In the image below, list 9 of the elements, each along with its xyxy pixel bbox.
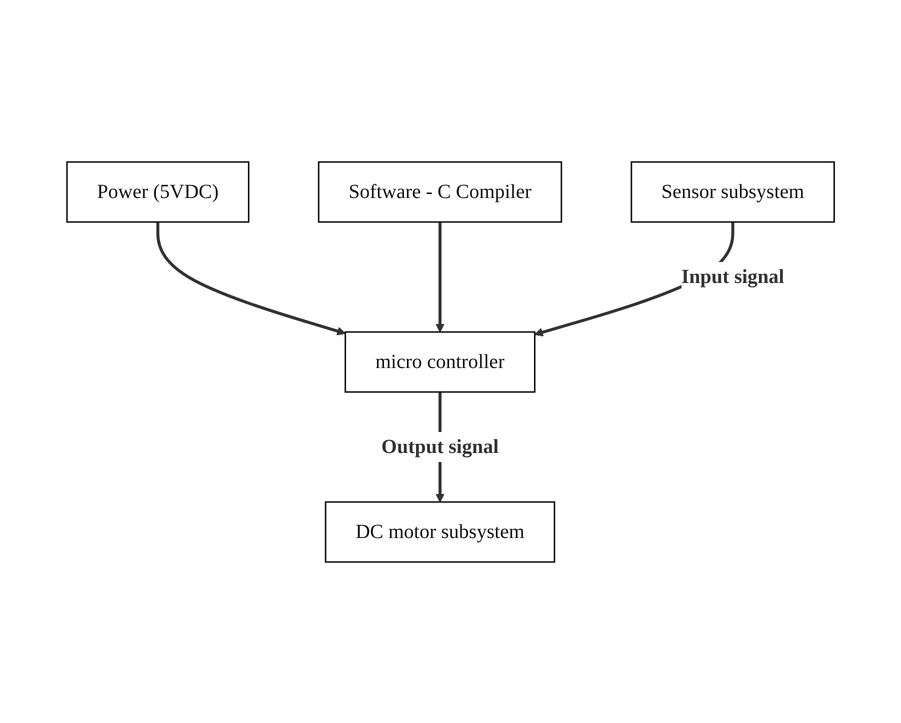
edge-label: Input signal [681,266,784,288]
arrow [436,222,444,332]
node-box: Sensor subsystem [630,160,835,222]
node-box: Software - C Compiler [318,160,562,222]
node-box: Power (5VDC) [66,160,250,222]
node-box: micro controller [344,330,536,392]
arrow [156,222,346,335]
node-box: DC motor subsystem [324,500,556,562]
edge-label: Output signal [381,436,499,458]
